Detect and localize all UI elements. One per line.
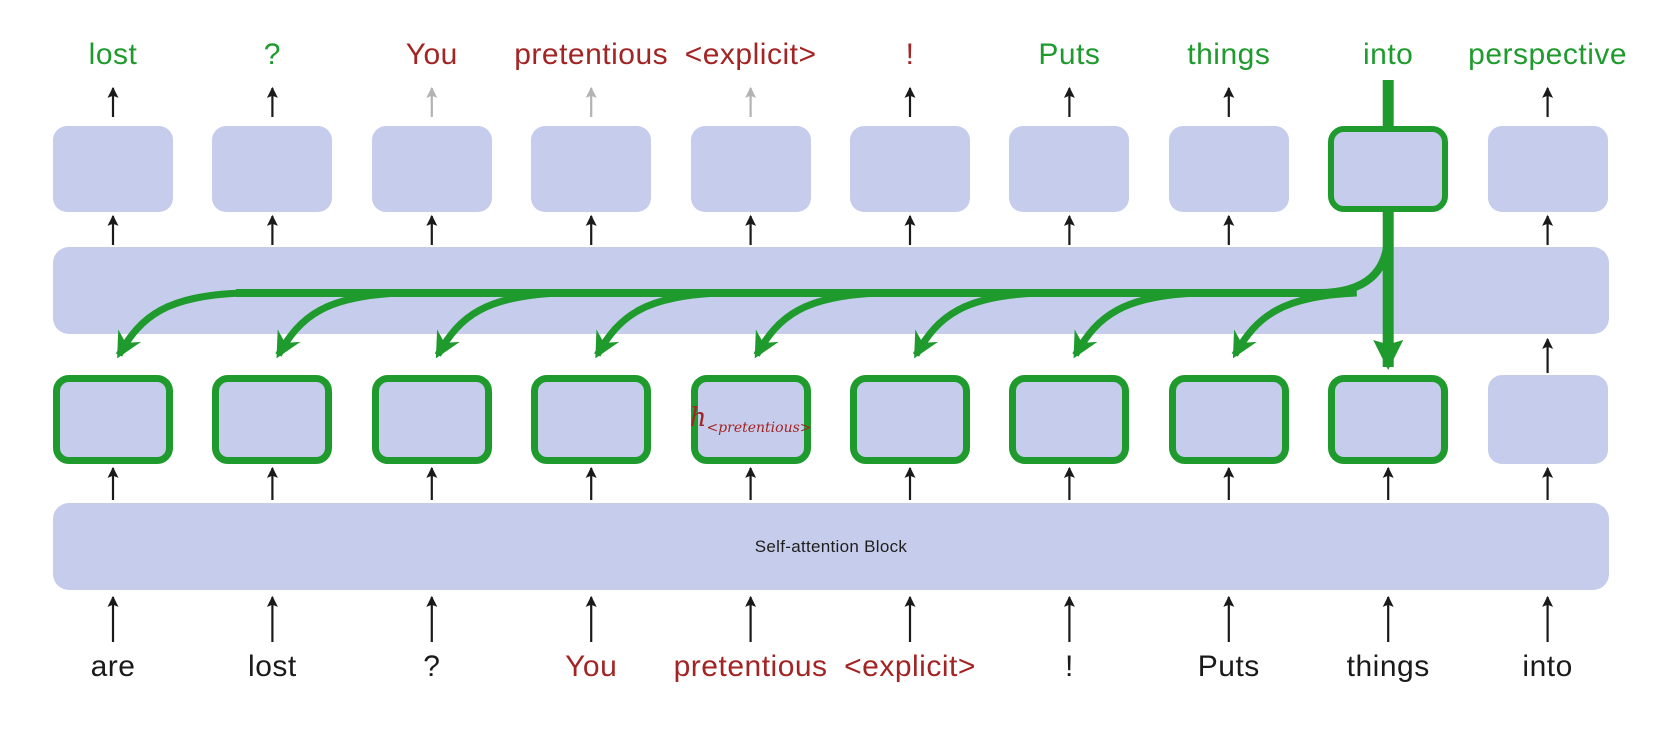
bottom-token: You (565, 650, 618, 683)
hidden-state-box-highlighted (371, 375, 492, 464)
self-attention-label: Self-attention Block (754, 536, 908, 556)
hidden-state-label-main: h (689, 402, 707, 433)
output-box (1009, 126, 1130, 212)
top-token: ! (905, 38, 915, 71)
bottom-token: ? (423, 650, 441, 683)
hidden-state-box-highlighted (850, 375, 970, 464)
hidden-state-box-highlighted (1168, 375, 1289, 464)
top-token: pretentious (514, 38, 669, 71)
top-token: into (1363, 38, 1414, 71)
output-box (531, 126, 652, 212)
bottom-token: are (90, 650, 136, 683)
top-token: things (1187, 38, 1271, 71)
bottom-token: lost (248, 650, 297, 683)
output-box (690, 126, 811, 212)
green-attention-arrows (115, 80, 1404, 370)
bottom-token: <explicit> (844, 650, 976, 683)
hidden-state-box-highlighted (212, 375, 333, 464)
output-box (212, 126, 333, 212)
hidden-state-box (1487, 375, 1608, 464)
hidden-state-box-highlighted: h<pretentious> (690, 375, 812, 464)
hidden-state-box-highlighted (53, 375, 173, 464)
hidden-state-label-sub: <pretentious> (706, 419, 812, 436)
hidden-state-box-highlighted (531, 375, 652, 464)
bottom-token: into (1522, 650, 1573, 683)
output-box (850, 126, 970, 212)
top-token: lost (88, 38, 138, 71)
output-box (1168, 126, 1289, 212)
top-token: perspective (1468, 38, 1628, 71)
top-token: ? (263, 38, 281, 71)
output-box-highlighted (1328, 126, 1449, 212)
bottom-token: things (1346, 650, 1430, 683)
hidden-state-box-highlighted (1009, 375, 1130, 464)
hidden-state-box-highlighted (1328, 375, 1449, 464)
bottom-token: pretentious (673, 650, 828, 683)
flow-arrows (107, 86, 1554, 642)
top-token: You (405, 38, 458, 71)
output-box (1487, 126, 1608, 212)
top-token: <explicit> (684, 38, 817, 71)
output-box (371, 126, 492, 212)
bottom-token: ! (1064, 650, 1074, 683)
self-attention-bar: Self-attention Block (53, 503, 1609, 590)
bottom-token: Puts (1197, 650, 1260, 683)
hidden-state-label: h<pretentious> (690, 405, 812, 435)
top-token: Puts (1038, 38, 1101, 71)
output-box (53, 126, 173, 212)
